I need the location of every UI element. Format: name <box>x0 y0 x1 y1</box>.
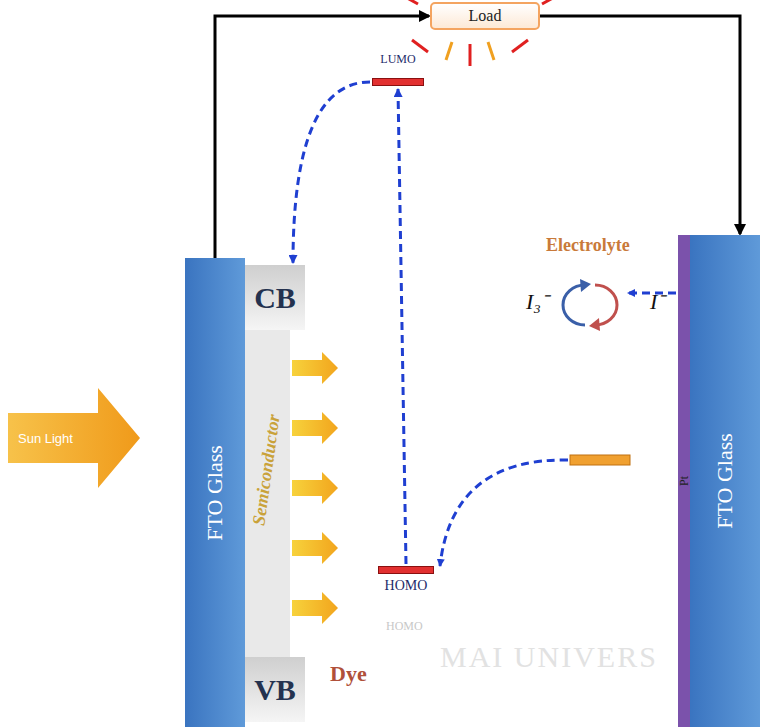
node-text: Sun Light <box>18 431 73 446</box>
lumo-level: LUMO <box>372 50 424 86</box>
energy-bar <box>378 566 434 574</box>
light-rays <box>400 0 560 66</box>
node-text: FTO Glass <box>712 433 738 529</box>
conduction-band: CB <box>245 265 305 330</box>
electrolyte-label: Electrolyte <box>546 236 630 256</box>
ion-label: I₃⁻ <box>526 290 548 314</box>
homo-level: HOMO <box>378 566 434 608</box>
valence-band: VB <box>245 657 305 722</box>
redox-cycle <box>563 279 617 331</box>
node-text: VB <box>254 673 296 707</box>
node-text: LUMO <box>380 52 415 67</box>
light-arrows <box>292 352 338 624</box>
sunlight-arrow: Sun Light <box>8 388 140 488</box>
circuit-wire <box>215 16 429 258</box>
fto-glass: FTO Glass <box>185 258 245 727</box>
node-text: Pt <box>677 476 692 486</box>
ion-label: I⁻ <box>650 290 664 314</box>
dye-label: Dye <box>330 662 367 686</box>
node-text: HOMO <box>385 578 428 594</box>
load-box: Load <box>430 2 540 30</box>
electron-path <box>398 89 406 564</box>
energy-bar <box>372 78 424 86</box>
watermark: MAI UNIVERS <box>440 640 658 673</box>
semiconductor-layer <box>245 330 290 657</box>
faint-label: HOMO <box>386 620 423 633</box>
electron-path <box>440 460 568 566</box>
redox-level <box>570 455 630 465</box>
node-text: Load <box>469 7 502 25</box>
circuit-wire <box>540 16 740 234</box>
node-text: CB <box>254 281 296 315</box>
node-text: FTO Glass <box>202 445 228 541</box>
electron-path <box>293 82 370 263</box>
pt-layer: Pt <box>678 235 690 727</box>
fto-glass: FTO Glass <box>690 235 760 727</box>
